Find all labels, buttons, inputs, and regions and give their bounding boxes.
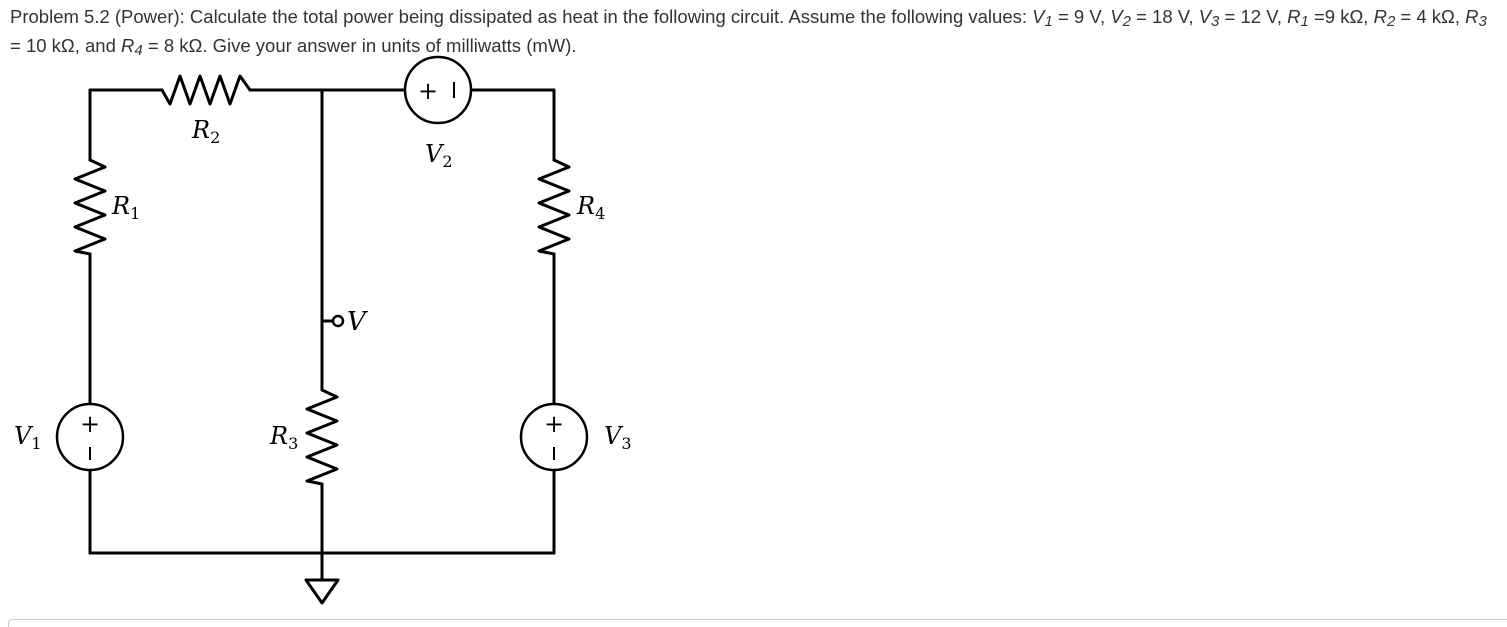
v3-letter: V [604, 422, 624, 450]
v2-var: V [1110, 6, 1123, 27]
r1-letter: R [111, 192, 130, 220]
v1-value: = 9 V, [1052, 6, 1111, 27]
source-v1 [55, 402, 125, 472]
label-r4: R4 [576, 192, 605, 223]
v3-value: = 12 V, [1219, 6, 1288, 27]
resistor-r1 [73, 158, 107, 256]
r2-subscript: 2 [210, 128, 220, 147]
answer-box-edge [8, 619, 1507, 627]
r3-sub: 3 [1478, 13, 1487, 30]
source-v3 [519, 402, 589, 472]
v1-sub: 1 [1044, 13, 1053, 30]
ground-icon [304, 578, 340, 605]
v1-subscript: 1 [31, 434, 41, 453]
r4-sub: 4 [134, 42, 143, 59]
r1-var: R [1287, 6, 1301, 27]
label-v1: V1 [14, 422, 42, 453]
r3-var: R [1465, 6, 1479, 27]
source-v2 [403, 55, 473, 125]
problem-statement: Problem 5.2 (Power): Calculate the total… [10, 3, 1490, 61]
label-probe-v: V [347, 307, 368, 337]
resistor-r3 [305, 388, 339, 486]
label-v3: V3 [604, 422, 632, 453]
resistor-r2 [160, 74, 252, 106]
v2-sub: 2 [1122, 13, 1131, 30]
r4-subscript: 4 [595, 204, 605, 223]
r4-var: R [121, 35, 135, 56]
r3-letter: R [269, 422, 288, 450]
r3-subscript: 3 [288, 434, 298, 453]
r1-subscript: 1 [130, 204, 140, 223]
v2-subscript: 2 [442, 152, 452, 171]
v1-plus-sign: + [80, 410, 100, 438]
v1-var: V [1032, 6, 1045, 27]
r3-value: = 10 kΩ, and [10, 35, 122, 56]
label-r3: R3 [269, 422, 298, 453]
r1-value: =9 kΩ, [1308, 6, 1374, 27]
r2-value: = 4 kΩ, [1395, 6, 1466, 27]
probe-terminal [331, 314, 345, 328]
label-v2: V2 [425, 140, 453, 171]
v3-var: V [1198, 6, 1212, 27]
r1-sub: 1 [1300, 13, 1309, 30]
v3-plus-sign: + [544, 410, 564, 438]
r2-sub: 2 [1386, 13, 1396, 30]
r2-var: R [1373, 6, 1387, 27]
v1-letter: V [14, 422, 34, 450]
label-r2: R2 [191, 116, 220, 147]
v2-letter: V [425, 140, 445, 168]
v3-subscript: 3 [621, 434, 631, 453]
resistor-r4 [537, 158, 571, 256]
v2-plus-sign: + [418, 77, 438, 105]
v3-sub: 3 [1211, 13, 1220, 30]
label-r1: R1 [111, 192, 140, 223]
r4-letter: R [576, 192, 595, 220]
r4-value: = 8 kΩ. Give your answer in units of mil… [142, 35, 577, 56]
problem-intro: Problem 5.2 (Power): Calculate the total… [10, 6, 1033, 27]
r2-letter: R [191, 116, 210, 144]
v2-value: = 18 V, [1130, 6, 1199, 27]
